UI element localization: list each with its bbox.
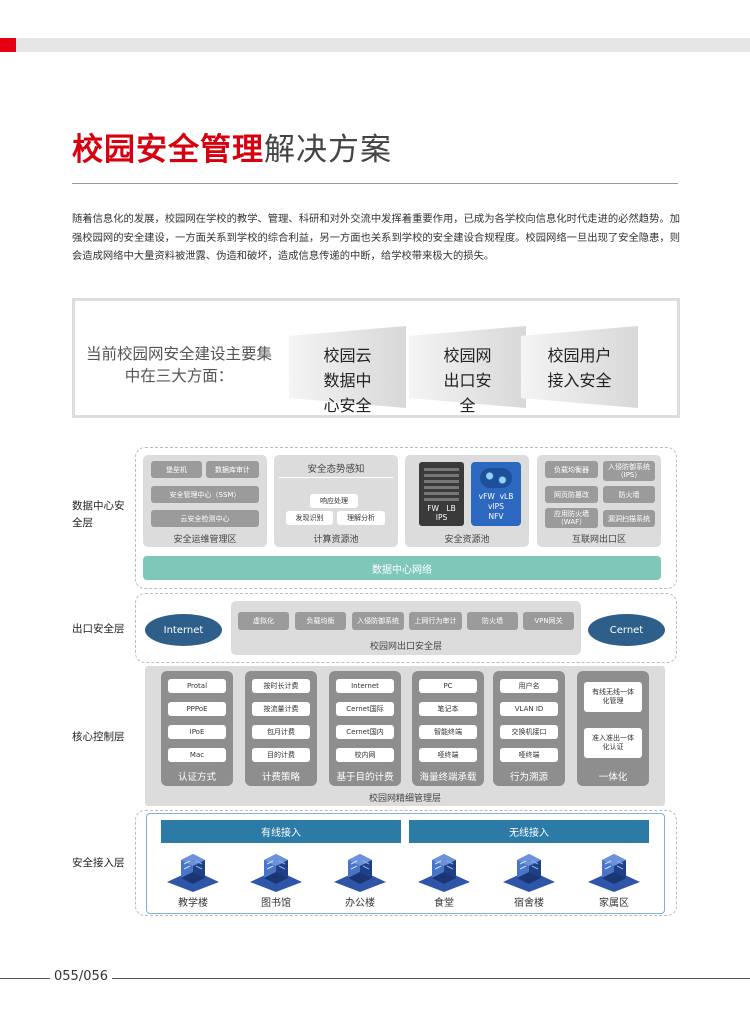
- card-item: 包月计费: [252, 725, 310, 739]
- card-item: Internet: [336, 679, 394, 693]
- card-item: 笔记本: [419, 702, 477, 716]
- building-label: 家属区: [584, 894, 644, 909]
- page-number: 055/056: [50, 969, 112, 984]
- focus-item-1: 校园云数据中心安全: [289, 343, 406, 418]
- building-label: 图书馆: [246, 894, 306, 909]
- card-label: 基于目的计费: [329, 769, 401, 783]
- exit-item: 防火墙: [467, 612, 518, 630]
- server-rack-icon: [424, 467, 459, 501]
- card-label: 一体化: [577, 769, 649, 783]
- building-icon: [501, 848, 557, 892]
- building-icon: [332, 848, 388, 892]
- compute-label: 计算资源池: [274, 532, 398, 545]
- exit-label: 校园网出口安全层: [231, 639, 581, 652]
- exit-item: 上网行为审计: [409, 612, 462, 630]
- card-item: 校内网: [336, 748, 394, 762]
- dc-network-bar: 数据中心网络: [143, 556, 661, 580]
- card-item: 智能终端: [419, 725, 477, 739]
- building-icon: [416, 848, 472, 892]
- compute-item: 发现识别: [286, 511, 333, 525]
- compute-top: 安全态势感知: [274, 461, 398, 475]
- top-band: [0, 38, 750, 52]
- intro-paragraph: 随着信息化的发展，校园网在学校的教学、管理、科研和对外交流中发挥着重要作用，已成…: [72, 210, 680, 266]
- top-accent: [0, 38, 16, 52]
- building-label: 食堂: [414, 894, 474, 909]
- card-item: IPoE: [168, 725, 226, 739]
- card-item: PC: [419, 679, 477, 693]
- card-item: VLAN ID: [500, 702, 558, 716]
- card-label: 行为溯源: [493, 769, 565, 783]
- card-item: Mac: [168, 748, 226, 762]
- compute-item: 理解分析: [337, 511, 385, 525]
- card-item: 准入准出一体化认证: [584, 728, 642, 758]
- exit-item: 虚拟化: [238, 612, 289, 630]
- row-label-dc: 数据中心安全层: [72, 498, 128, 532]
- ops-item: 数据库审计: [206, 461, 259, 478]
- exit-item: VPN网关: [523, 612, 574, 630]
- cernet-cloud: Cernet: [588, 614, 665, 646]
- wired-access-bar: 有线接入: [161, 820, 401, 843]
- card-item: 目的计费: [252, 748, 310, 762]
- card-label: 认证方式: [161, 769, 233, 783]
- card-label: 计费策略: [245, 769, 317, 783]
- building-label: 教学楼: [163, 894, 223, 909]
- building-label: 宿舍楼: [499, 894, 559, 909]
- building-icon: [248, 848, 304, 892]
- exit-item: 入侵防御系统: [352, 612, 404, 630]
- internet-cloud: Internet: [145, 614, 222, 646]
- exit-zone-item: 漏洞扫描系统: [603, 510, 655, 527]
- card-item: Protal: [168, 679, 226, 693]
- exit-zone-item: 负载均衡器: [545, 461, 598, 478]
- exit-zone-item: 网页防篡改: [545, 486, 598, 503]
- building-icon: [586, 848, 642, 892]
- card-item: 用户名: [500, 679, 558, 693]
- row-label-exit: 出口安全层: [72, 621, 125, 638]
- security-pool-label: 安全资源池: [405, 532, 529, 545]
- card-item: 按流量计费: [252, 702, 310, 716]
- card-item: Cernet国际: [336, 702, 394, 716]
- page-title: 校园安全管理解决方案: [72, 124, 392, 169]
- building-icon: [165, 848, 221, 892]
- compute-item: 响应处理: [310, 494, 358, 508]
- card-item: 交换机接口: [500, 725, 558, 739]
- exit-zone-item: 应用防火墙（WAF）: [545, 508, 598, 528]
- card-item: 有线无线一体化管理: [584, 682, 642, 712]
- title-divider: [72, 183, 678, 184]
- focus-label: 当前校园网安全建设主要集中在三大方面：: [86, 343, 272, 387]
- focus-item-2: 校园网出口安全: [409, 343, 526, 418]
- title-highlight: 校园安全管理: [72, 132, 264, 168]
- card-label: 海量终端承载: [412, 769, 484, 783]
- card-item: 按时长计费: [252, 679, 310, 693]
- row-label-core: 核心控制层: [72, 729, 125, 746]
- exit-zone-item: 入侵防御系统（IPS）: [603, 461, 655, 481]
- exit-zone-item: 防火墙: [603, 486, 655, 503]
- cloud-icon: [480, 468, 512, 488]
- ops-label: 安全运维管理区: [143, 532, 267, 545]
- card-item: 哑终端: [500, 748, 558, 762]
- core-label: 校园网精细管理层: [145, 791, 665, 804]
- compute-divider: [279, 477, 393, 478]
- wireless-access-bar: 无线接入: [409, 820, 649, 843]
- title-rest: 解决方案: [264, 132, 392, 168]
- footer-line: [0, 978, 750, 979]
- building-label: 办公楼: [330, 894, 390, 909]
- card-item: 哑终端: [419, 748, 477, 762]
- card-item: Cernet国内: [336, 725, 394, 739]
- focus-item-3: 校园用户接入安全: [521, 343, 638, 393]
- ops-item: 云安全检测中心: [151, 510, 259, 527]
- card-item: PPPoE: [168, 702, 226, 716]
- row-label-access: 安全接入层: [72, 855, 125, 872]
- internet-exit-label: 互联网出口区: [537, 532, 661, 545]
- exit-item: 负载均衡: [295, 612, 346, 630]
- ops-item: 堡垒机: [151, 461, 202, 478]
- ops-item: 安全管理中心（SSM）: [151, 486, 259, 503]
